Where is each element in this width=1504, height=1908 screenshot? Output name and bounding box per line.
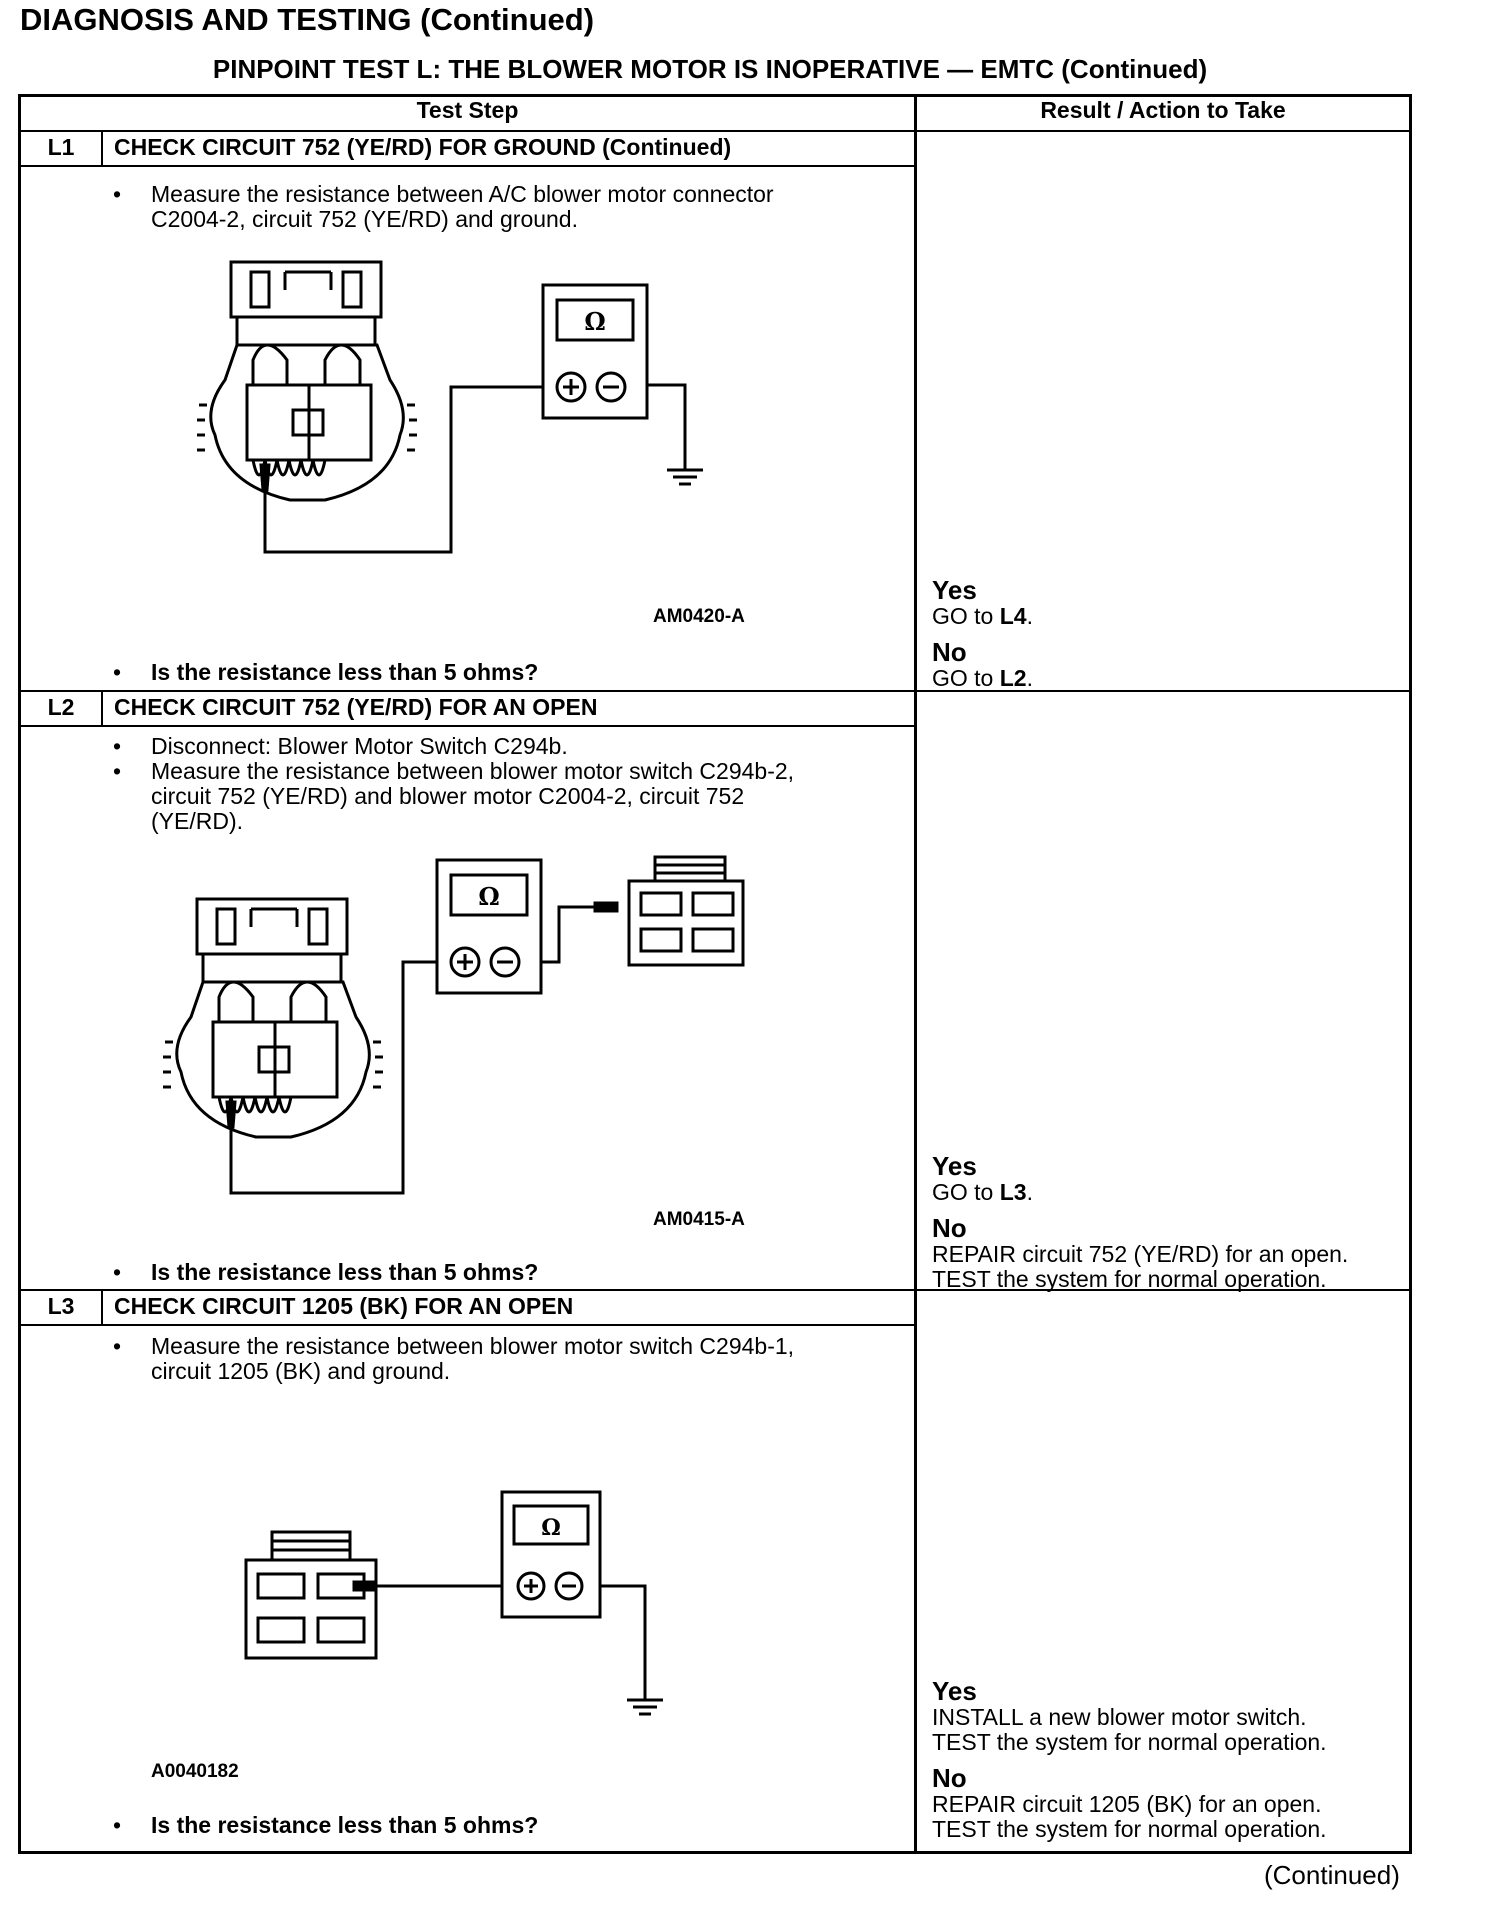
bullet-icon: •	[113, 1259, 122, 1285]
result-yes-action-line-1: INSTALL a new blower motor switch.	[932, 1704, 1307, 1730]
result-l3: Yes INSTALL a new blower motor switch. T…	[932, 1677, 1327, 1842]
instruction-l2-1: Disconnect: Blower Motor Switch C294b.	[151, 733, 568, 759]
step-id-l1: L1	[47, 134, 75, 160]
result-l1: Yes GO to L4. No GO to L2.	[932, 576, 1033, 691]
figure-label-l2: AM0415-A	[653, 1209, 745, 1230]
ohmmeter-icon: Ω	[435, 858, 543, 995]
instruction-l1-1-line-2: C2004-2, circuit 752 (YE/RD) and ground.	[151, 206, 578, 232]
page-title: DIAGNOSIS AND TESTING (Continued)	[20, 2, 595, 37]
test-leads	[259, 383, 703, 554]
column-header-test-step: Test Step	[416, 97, 519, 123]
blower-motor-connector-icon	[163, 897, 383, 1139]
step-id-l3: L3	[47, 1293, 75, 1319]
result-no-action-line-1: REPAIR circuit 1205 (BK) for an open.	[932, 1791, 1322, 1817]
result-no-label: No	[932, 637, 967, 667]
instruction-l2-2-line-3: (YE/RD).	[151, 808, 243, 834]
ohmmeter-symbol-l2: Ω	[478, 882, 499, 911]
column-header-result: Result / Action to Take	[1040, 97, 1286, 123]
bullet-icon: •	[113, 659, 122, 685]
instruction-l2-2-line-1: Measure the resistance between blower mo…	[151, 758, 795, 784]
result-yes-action: GO to L3.	[932, 1179, 1033, 1205]
bullet-icon: •	[113, 181, 122, 207]
result-no-label: No	[932, 1213, 967, 1243]
figure-label-l1: AM0420-A	[653, 606, 745, 627]
result-yes-label: Yes	[932, 1151, 977, 1181]
figure-l2-circuit-open-test: Ω	[163, 855, 745, 1195]
step-link-l4[interactable]: L4	[999, 603, 1027, 629]
step-id-l2: L2	[47, 694, 75, 720]
question-l3: Is the resistance less than 5 ohms?	[151, 1812, 539, 1838]
page-subtitle: PINPOINT TEST L: THE BLOWER MOTOR IS INO…	[212, 54, 1208, 84]
bullet-icon: •	[113, 1812, 122, 1838]
test-leads	[225, 901, 619, 1195]
step-title-l2: CHECK CIRCUIT 752 (YE/RD) FOR AN OPEN	[114, 694, 598, 720]
instruction-l3-1-line-1: Measure the resistance between blower mo…	[151, 1333, 795, 1359]
result-yes-action: GO to L4.	[932, 603, 1033, 629]
step-title-l3: CHECK CIRCUIT 1205 (BK) FOR AN OPEN	[114, 1293, 574, 1319]
blower-motor-switch-connector-icon	[627, 855, 745, 967]
blower-motor-switch-connector-icon	[244, 1530, 378, 1660]
result-no-action-line-2: TEST the system for normal operation.	[932, 1266, 1327, 1292]
figure-l1-blower-motor-ground-test: Ω	[197, 260, 703, 554]
ohmmeter-icon: Ω	[500, 1490, 602, 1619]
result-no-action: GO to L2.	[932, 665, 1033, 691]
question-l2: Is the resistance less than 5 ohms?	[151, 1259, 539, 1285]
question-l1: Is the resistance less than 5 ohms?	[151, 659, 539, 685]
step-title-l1: CHECK CIRCUIT 752 (YE/RD) FOR GROUND (Co…	[114, 134, 732, 160]
ohmmeter-symbol-l1: Ω	[584, 307, 605, 336]
result-yes-label: Yes	[932, 1676, 977, 1706]
step-link-l2[interactable]: L2	[999, 665, 1027, 691]
continued-footer: (Continued)	[1264, 1860, 1400, 1890]
result-no-action-line-2: TEST the system for normal operation.	[932, 1816, 1327, 1842]
figure-l3-ground-circuit-test: Ω	[244, 1490, 663, 1716]
result-l2: Yes GO to L3. No REPAIR circuit 752 (YE/…	[932, 1152, 1348, 1292]
instruction-l3-1-line-2: circuit 1205 (BK) and ground.	[151, 1358, 451, 1384]
instruction-l2-2-line-2: circuit 752 (YE/RD) and blower motor C20…	[151, 783, 745, 809]
instruction-l1-1-line-1: Measure the resistance between A/C blowe…	[151, 181, 774, 207]
ohmmeter-icon: Ω	[541, 283, 649, 420]
ohmmeter-symbol-l3: Ω	[541, 1515, 561, 1541]
blower-motor-connector-icon	[197, 260, 417, 502]
bullet-icon: •	[113, 733, 122, 759]
result-no-label: No	[932, 1763, 967, 1793]
result-yes-label: Yes	[932, 575, 977, 605]
bullet-icon: •	[113, 758, 122, 784]
result-no-action-line-1: REPAIR circuit 752 (YE/RD) for an open.	[932, 1241, 1349, 1267]
test-leads	[352, 1580, 663, 1716]
bullet-icon: •	[113, 1333, 122, 1359]
figure-label-l3: A0040182	[151, 1761, 239, 1782]
step-link-l3[interactable]: L3	[999, 1179, 1027, 1205]
result-yes-action-line-2: TEST the system for normal operation.	[932, 1729, 1327, 1755]
